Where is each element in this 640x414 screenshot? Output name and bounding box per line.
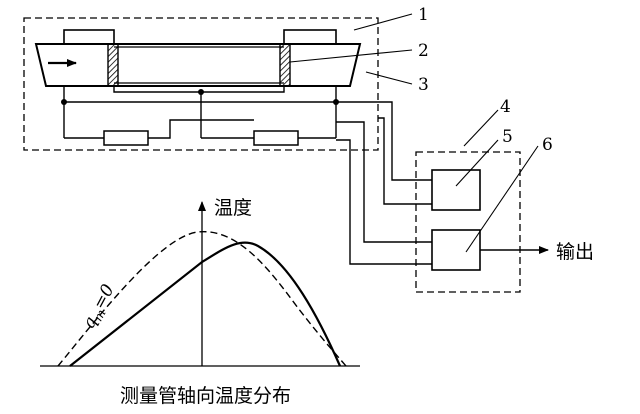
sensor-downstream bbox=[279, 43, 291, 87]
label-3: 3 bbox=[418, 75, 429, 95]
output-label: 输出 bbox=[556, 241, 594, 263]
label-5: 5 bbox=[502, 127, 513, 147]
resistor-left bbox=[103, 130, 149, 146]
label-6: 6 bbox=[542, 135, 553, 155]
curve-label: qm=0 bbox=[79, 281, 121, 333]
electronics-enclosure bbox=[415, 151, 521, 293]
sensor-enclosure bbox=[23, 17, 379, 151]
leader-lines bbox=[289, 13, 539, 253]
measuring-tube bbox=[34, 43, 362, 87]
label-4: 4 bbox=[500, 97, 511, 117]
curve-with-flow bbox=[69, 241, 342, 367]
bridge-circuit bbox=[63, 86, 337, 139]
sensor-upstream bbox=[107, 43, 119, 87]
junction-dot bbox=[61, 99, 67, 105]
signal-leads bbox=[336, 101, 432, 265]
heater-left bbox=[63, 29, 115, 45]
axis-label-temperature: 温度 bbox=[214, 197, 252, 219]
junction-dot bbox=[198, 89, 204, 95]
label-2: 2 bbox=[418, 41, 429, 61]
unit-6-box bbox=[431, 229, 481, 271]
heater-right bbox=[283, 29, 337, 45]
curve-zero-flow bbox=[57, 231, 347, 367]
plot-caption: 测量管轴向温度分布 bbox=[120, 385, 291, 407]
resistor-right bbox=[253, 130, 299, 146]
label-1: 1 bbox=[418, 5, 429, 25]
unit-5-box bbox=[431, 169, 481, 211]
